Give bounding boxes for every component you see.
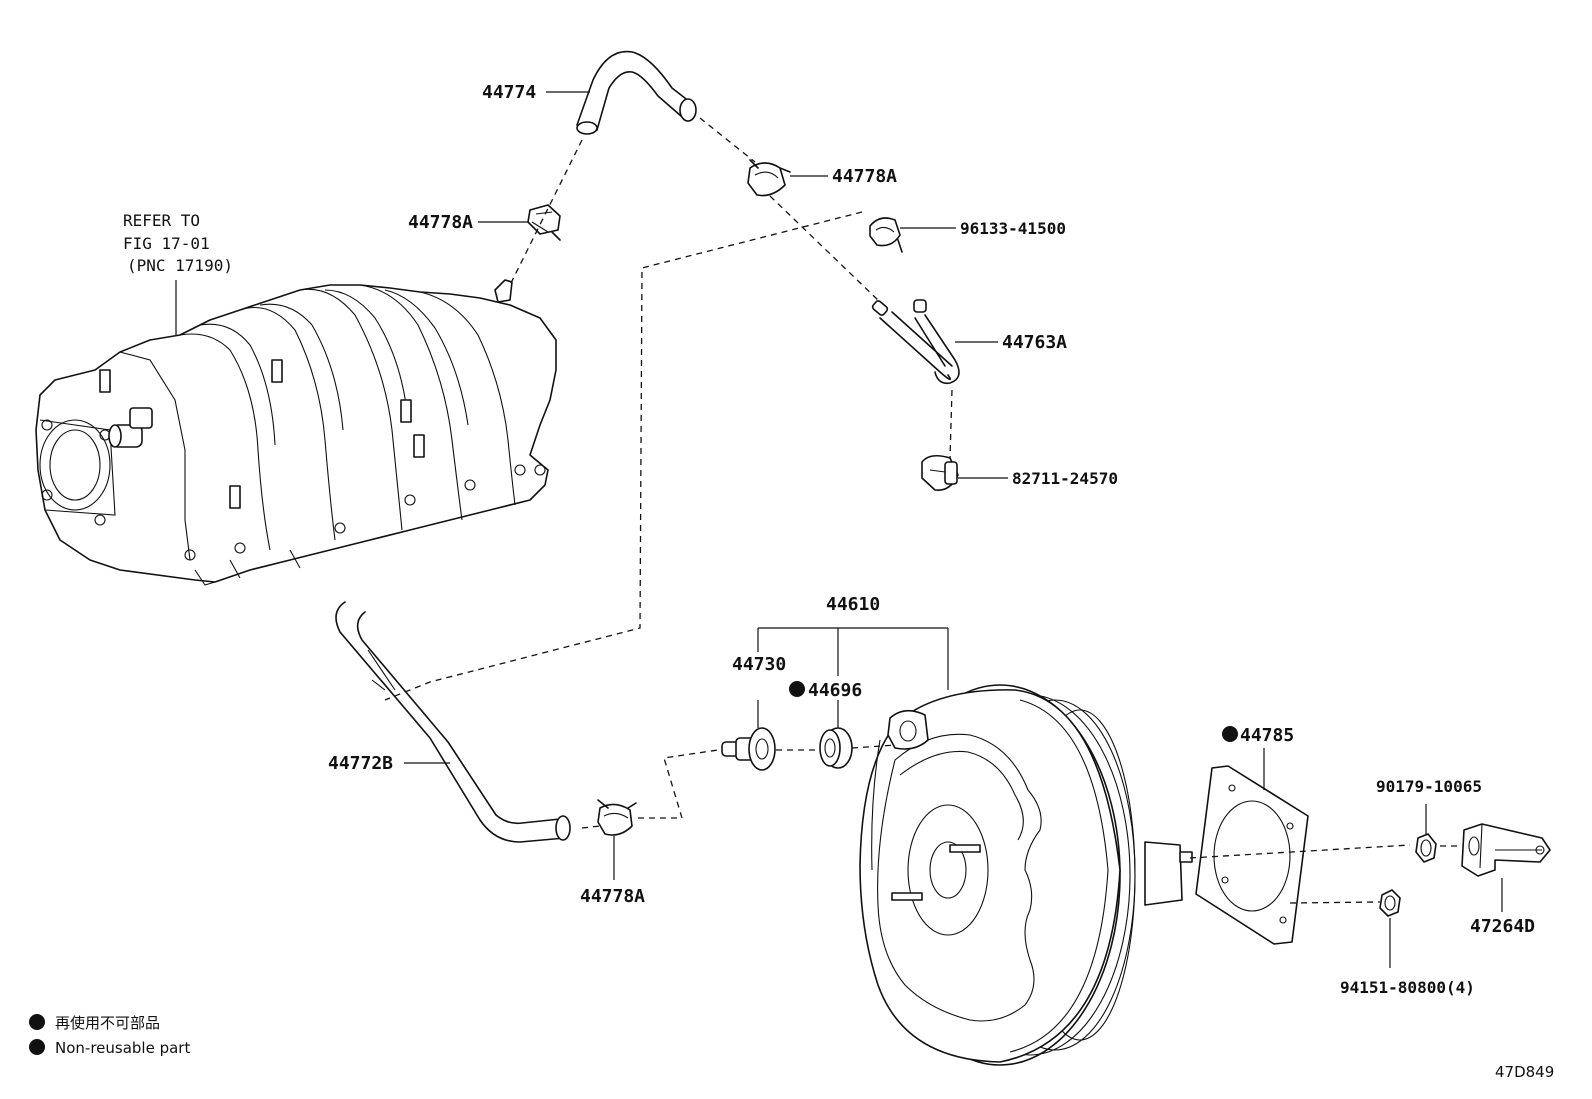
grommet-44696[interactable] [819, 727, 853, 769]
label-44696[interactable]: 44696 [808, 680, 862, 701]
label-44772b[interactable]: 44772B [328, 753, 393, 774]
reference-note-line2: FIG 17-01 [123, 234, 210, 253]
label-44730[interactable]: 44730 [732, 654, 786, 675]
hose-44772b[interactable] [335, 601, 571, 843]
reference-note-line1: REFER TO [123, 211, 200, 230]
legend-jp: 再使用不可部品 [55, 1014, 160, 1032]
reference-note-line3: (PNC 17190) [127, 256, 233, 275]
clip-44778a-top-left[interactable] [527, 204, 561, 241]
nut-90179-10065[interactable] [1415, 833, 1437, 863]
non-reusable-mark-44785 [1222, 726, 1238, 742]
label-44774[interactable]: 44774 [482, 82, 536, 103]
legend: 再使用不可部品 Non-reusable part [29, 1014, 190, 1057]
label-44778a-top-right[interactable]: 44778A [832, 166, 897, 187]
legend-bullet-jp [29, 1014, 45, 1030]
clip-44778a-bottom[interactable] [597, 799, 637, 836]
clevis-47264d[interactable] [1461, 823, 1551, 877]
assembly-lines [384, 117, 1460, 904]
legend-bullet-en [29, 1039, 45, 1055]
label-47264d[interactable]: 47264D [1470, 916, 1535, 937]
legend-en: Non-reusable part [55, 1039, 190, 1057]
gasket-44785[interactable] [1195, 765, 1309, 945]
check-valve-44730[interactable] [721, 727, 776, 771]
hose-44763a[interactable] [871, 299, 960, 385]
reference-note: REFER TO FIG 17-01 (PNC 17190) [123, 211, 233, 335]
hose-44774[interactable] [576, 50, 697, 135]
label-44785[interactable]: 44785 [1240, 725, 1294, 746]
nut-94151-80800[interactable] [1379, 889, 1401, 917]
label-82711-24570[interactable]: 82711-24570 [1012, 469, 1118, 488]
label-94151-80800[interactable]: 94151-80800(4) [1340, 978, 1475, 997]
non-reusable-mark-44696 [789, 681, 805, 697]
connector-82711-24570[interactable] [921, 454, 959, 492]
label-44778a-bottom[interactable]: 44778A [580, 886, 645, 907]
label-44778a-top-left[interactable]: 44778A [408, 212, 473, 233]
label-44763a[interactable]: 44763A [1002, 332, 1067, 353]
clip-96133-41500[interactable] [869, 217, 903, 253]
label-96133-41500[interactable]: 96133-41500 [960, 219, 1066, 238]
assembly-bracket-44610 [757, 627, 949, 690]
clip-44778a-top-right[interactable] [747, 159, 791, 197]
intake-manifold[interactable] [35, 279, 557, 586]
figure-code: 47D849 [1495, 1063, 1554, 1081]
brake-booster[interactable] [859, 684, 1193, 1066]
label-44610[interactable]: 44610 [826, 594, 880, 615]
label-90179-10065[interactable]: 90179-10065 [1376, 777, 1482, 796]
